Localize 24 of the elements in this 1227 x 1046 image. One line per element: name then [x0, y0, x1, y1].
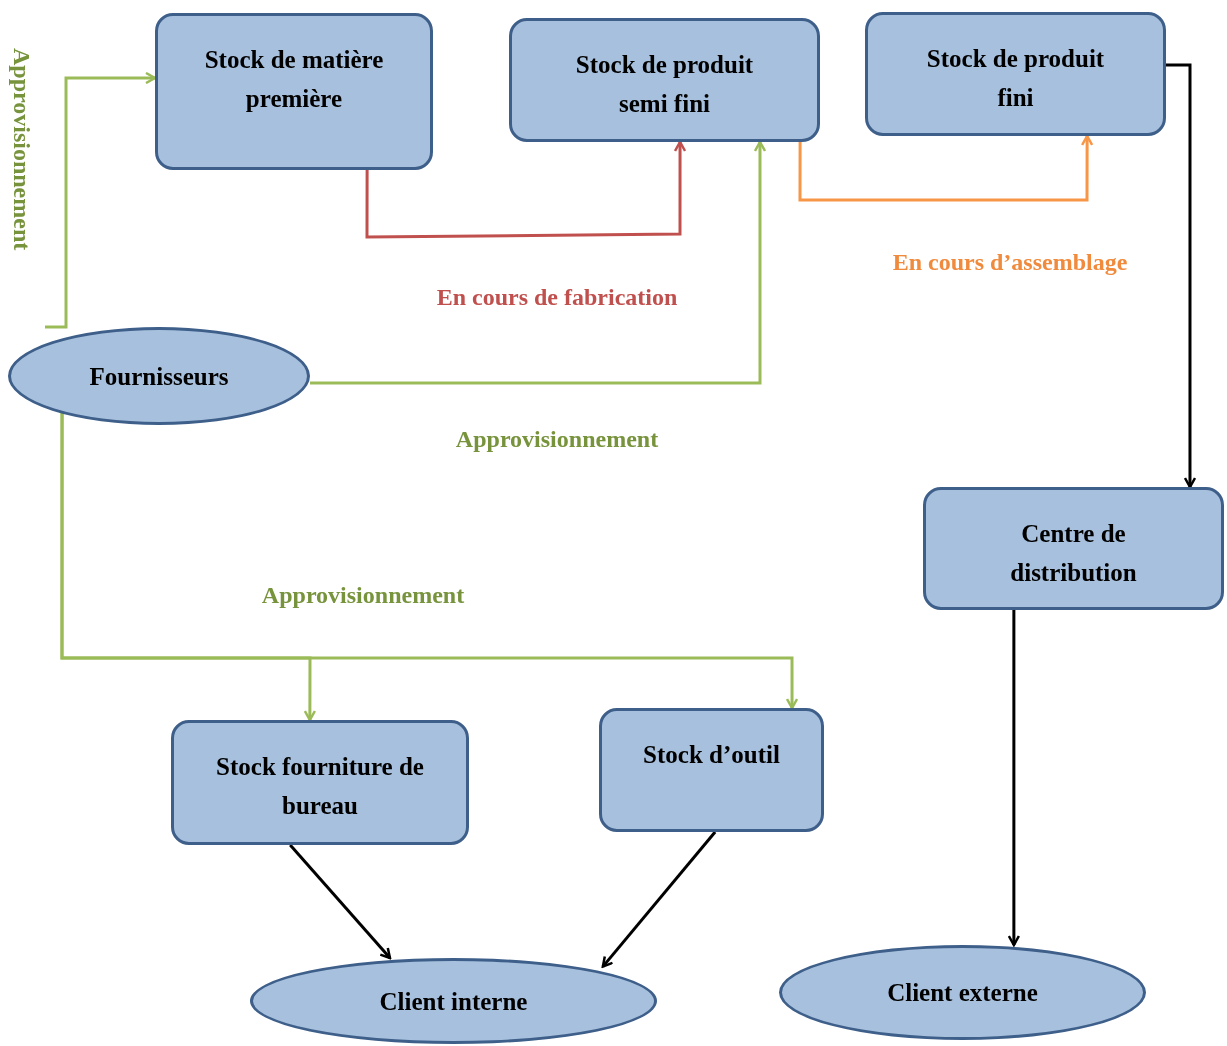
node-text: Stock de matière première [203, 45, 385, 114]
node-text: Client interne [379, 986, 528, 1017]
arrow [60, 411, 799, 710]
arrow [365, 140, 687, 239]
arrow [45, 71, 157, 329]
node-text: Stock d’outil [643, 740, 780, 770]
process-box [865, 12, 1166, 136]
node-text: Stock de produit fini [925, 44, 1106, 113]
arrow [1007, 610, 1021, 947]
process-box [171, 720, 469, 845]
process-box [155, 13, 433, 170]
node-text: Stock de produit semi fini [574, 50, 755, 119]
node-text: Centre de distribution [1009, 519, 1138, 588]
process-box [599, 708, 824, 832]
node-text: Fournisseurs [89, 361, 229, 392]
arrow [798, 134, 1094, 202]
node-text: Stock fourniture de bureau [215, 752, 425, 821]
arrow [310, 140, 767, 385]
process-box [509, 18, 820, 142]
process-box [923, 487, 1224, 610]
arrow [601, 831, 717, 968]
arrow [289, 844, 392, 960]
node-text: Client externe [887, 978, 1038, 1008]
arrow [1166, 63, 1197, 489]
